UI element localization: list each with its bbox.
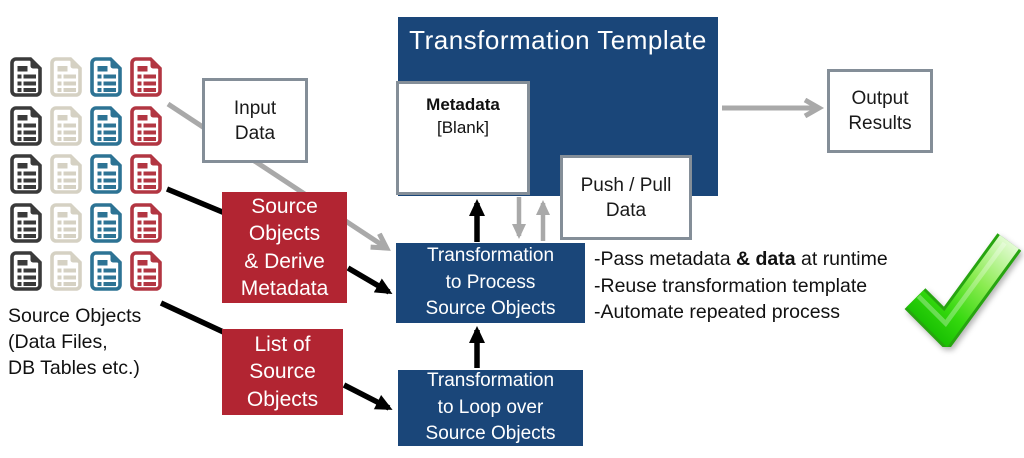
note-line-2: -Reuse transformation template [594, 274, 868, 297]
list-of-source-objects-box: List of Source Objects [222, 329, 343, 415]
document-icon [90, 251, 123, 291]
metadata-box: Metadata [Blank] [396, 81, 530, 195]
document-icon [10, 57, 43, 97]
document-icon [130, 251, 163, 291]
document-icon [50, 57, 83, 97]
document-icon [50, 202, 83, 243]
document-icon [10, 202, 43, 243]
document-icon [10, 154, 43, 194]
objects-to-list-line [159, 300, 234, 339]
output-results-box: Output Results [827, 69, 933, 153]
document-icon [50, 105, 83, 146]
notes-list: -Pass metadata & data at runtime -Reuse … [594, 246, 888, 326]
document-icon [90, 57, 123, 97]
transformation-process-box: Transformation to Process Source Objects [396, 243, 585, 323]
transformation-template-title: Transformation Template [409, 25, 707, 55]
source-objects-derive-metadata-box: Source Objects & Derive Metadata [222, 192, 347, 303]
metadata-title: Metadata [426, 95, 500, 114]
note-line-3: -Automate repeated process [594, 301, 841, 323]
document-icon [130, 105, 163, 146]
document-icon [10, 251, 43, 291]
document-icon [50, 154, 83, 194]
document-icon [90, 202, 123, 243]
derive-to-process-arrow [346, 265, 393, 295]
document-icon [130, 57, 163, 97]
document-icon [130, 202, 163, 243]
list-to-loop-arrow [342, 382, 393, 411]
push-pull-data-box: Push / Pull Data [560, 155, 692, 240]
document-icon [130, 154, 163, 194]
document-icon [50, 251, 83, 291]
metadata-value: [Blank] [437, 118, 489, 137]
document-icon [90, 154, 123, 194]
checkmark-icon [901, 229, 1022, 352]
source-objects-icon-grid [10, 57, 163, 291]
input-data-box: Input Data [202, 78, 308, 163]
note-line-1: -Pass metadata & data at runtime [594, 248, 888, 270]
objects-to-derive-line [165, 186, 234, 219]
transformation-loop-box: Transformation to Loop over Source Objec… [398, 370, 583, 446]
source-objects-caption: Source Objects (Data Files, DB Tables et… [8, 305, 142, 379]
document-icon [10, 105, 43, 146]
document-icon [90, 105, 123, 146]
